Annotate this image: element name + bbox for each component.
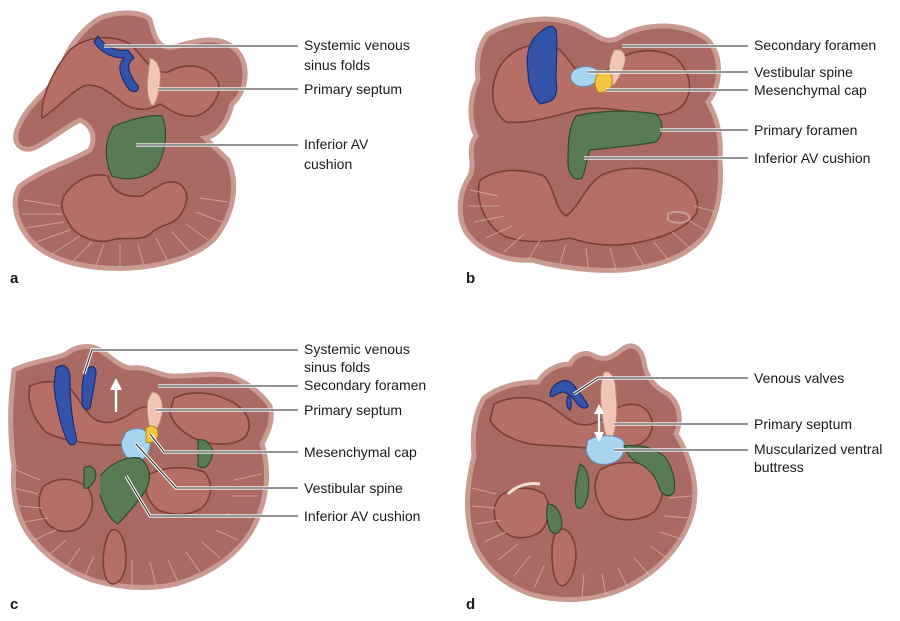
panel-c-label-vestibular-spine: Vestibular spine bbox=[304, 480, 403, 496]
panel-d-label-venous-valves: Venous valves bbox=[754, 370, 844, 386]
panel-b-venous-sinus-fold bbox=[526, 25, 558, 105]
panel-a-label-primary-septum: Primary septum bbox=[304, 81, 402, 97]
panel-b-inner-notch bbox=[667, 210, 692, 224]
panel-b-label-mesenchymal-cap: Mesenchymal cap bbox=[754, 82, 867, 98]
panel-c-label-mesenchymal-cap: Mesenchymal cap bbox=[304, 444, 417, 460]
panel-b-leaders bbox=[584, 44, 748, 160]
panel-a-leaders bbox=[104, 44, 298, 147]
panel-b-letter: b bbox=[466, 270, 475, 287]
panel-c-primary-septum bbox=[146, 391, 163, 435]
panel-b: Secondary foramen Vestibular spine Mesen… bbox=[457, 16, 876, 287]
panel-c-label-secondary-foramen: Secondary foramen bbox=[304, 377, 426, 393]
panel-d-label-muscularized-buttress: Muscularized ventral buttress bbox=[754, 441, 886, 475]
panel-b-label-primary-foramen: Primary foramen bbox=[754, 122, 857, 138]
panel-c-venous-fold-left bbox=[53, 365, 77, 446]
panel-b-ventricle-cavity bbox=[477, 167, 699, 246]
panel-d-green-cushion bbox=[546, 444, 676, 535]
panel-b-trabeculae bbox=[468, 189, 717, 271]
panel-c: Systemic venous sinus folds Secondary fo… bbox=[8, 341, 426, 613]
panel-b-label-av-cushion: Inferior AV cushion bbox=[754, 150, 870, 166]
panel-a-ventricle-cavity bbox=[61, 174, 188, 243]
panel-c-trabeculae bbox=[13, 469, 263, 588]
panel-a: Systemic venous sinus folds Primary sept… bbox=[10, 10, 414, 287]
panel-a-label-av-cushion: Inferior AV cushion bbox=[304, 136, 372, 172]
panel-c-letter: c bbox=[10, 596, 18, 613]
panel-c-venous-fold-right bbox=[81, 365, 97, 411]
panel-b-label-vestibular-spine: Vestibular spine bbox=[754, 64, 853, 80]
panel-a-label-venous-folds: Systemic venous sinus folds bbox=[304, 37, 414, 73]
panel-a-venous-sinus-fold bbox=[93, 34, 139, 93]
panel-b-label-secondary-foramen: Secondary foramen bbox=[754, 37, 876, 53]
panel-a-letter: a bbox=[10, 270, 19, 287]
panel-d-pale-arc bbox=[506, 482, 541, 496]
panel-b-primary-septum bbox=[608, 49, 626, 87]
panel-d-muscularized-buttress bbox=[585, 435, 625, 465]
panel-a-primary-septum bbox=[146, 57, 161, 107]
panel-d-ventricle-left bbox=[493, 487, 550, 539]
panel-d-leaders bbox=[573, 376, 748, 452]
panel-a-trabeculae bbox=[22, 197, 229, 268]
panel-c-ventricle-right bbox=[145, 466, 212, 516]
panel-c-label-venous-folds: Systemic venous sinus folds bbox=[304, 341, 414, 375]
panel-d-trabeculae bbox=[471, 487, 693, 599]
panel-c-leaders bbox=[82, 348, 298, 518]
panel-d-ventricle-channel bbox=[551, 528, 577, 587]
panel-c-label-av-cushion: Inferior AV cushion bbox=[304, 508, 420, 524]
panel-d: Venous valves Primary septum Muscularize… bbox=[465, 343, 886, 613]
panel-c-white-arrow bbox=[110, 378, 122, 412]
panel-c-av-cushion bbox=[83, 439, 213, 525]
panel-d-double-arrow bbox=[594, 404, 604, 442]
panel-d-label-primary-septum: Primary septum bbox=[754, 416, 852, 432]
panel-c-atrial-cavity-right bbox=[169, 392, 250, 445]
panel-a-av-cushion bbox=[105, 115, 167, 180]
panel-c-ventricle-septum-channel bbox=[102, 529, 127, 585]
panel-d-venous-valves bbox=[549, 379, 589, 411]
panel-d-letter: d bbox=[466, 596, 475, 613]
panel-c-ventricle-left bbox=[38, 478, 94, 533]
panel-c-label-primary-septum: Primary septum bbox=[304, 402, 402, 418]
panel-b-av-cushion bbox=[567, 110, 663, 180]
